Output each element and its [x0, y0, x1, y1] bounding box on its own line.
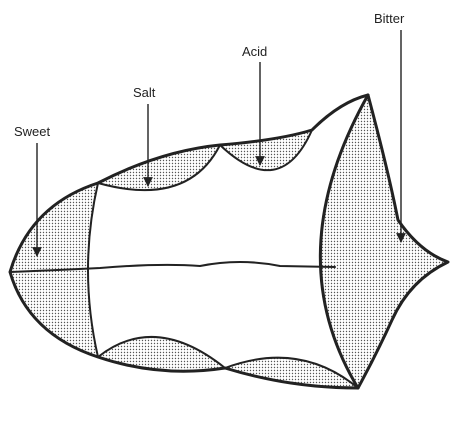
acid-label: Acid	[242, 44, 267, 59]
salt-label: Salt	[133, 85, 156, 100]
sweet-label: Sweet	[14, 124, 51, 139]
bitter-label: Bitter	[374, 11, 405, 26]
bitter-region	[320, 95, 448, 388]
salt-region-upper	[98, 145, 220, 190]
acid-region-upper	[220, 130, 312, 170]
